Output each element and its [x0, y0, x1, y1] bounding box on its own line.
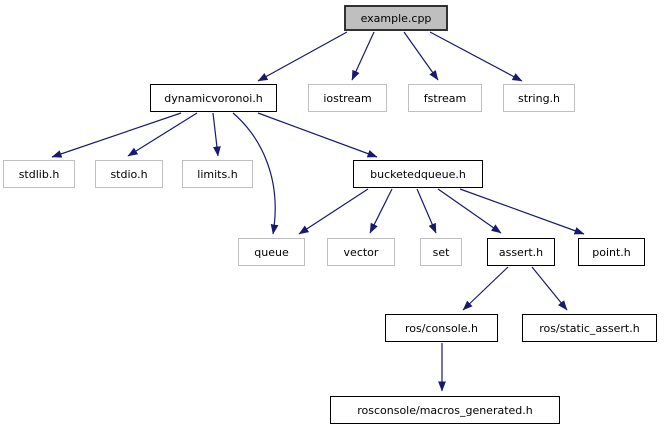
edge-dynamicvoronoi-h-to-limits-h: [212, 112, 221, 157]
node-vector: vector: [327, 238, 395, 266]
edge-bucketedqueue-h-to-set: [416, 188, 437, 234]
node-ros-console-h[interactable]: ros/console.h: [385, 314, 498, 342]
node-queue: queue: [238, 238, 305, 266]
edge-bucketedqueue-h-to-assert-h: [437, 188, 502, 234]
edge-example-cpp-to-iostream: [351, 31, 375, 81]
node-string-h: string.h: [503, 84, 575, 112]
node-stdlib-h: stdlib.h: [3, 160, 75, 188]
edge-dynamicvoronoi-h-to-bucketedqueue-h: [257, 112, 378, 158]
node-limits-h: limits.h: [182, 160, 253, 188]
node-ros-static-assert-h[interactable]: ros/static_assert.h: [522, 314, 657, 342]
edge-bucketedqueue-h-to-point-h: [459, 188, 585, 235]
node-rosconsole-macros-generated-h[interactable]: rosconsole/macros_generated.h: [330, 396, 560, 424]
edge-bucketedqueue-h-to-vector: [369, 188, 393, 234]
edge-bucketedqueue-h-to-queue: [298, 188, 369, 235]
edge-assert-h-to-ros-console-h: [462, 266, 509, 311]
edge-example-cpp-to-string-h: [429, 31, 523, 82]
node-example-cpp: example.cpp: [344, 5, 448, 31]
node-point-h[interactable]: point.h: [578, 238, 645, 266]
edge-dynamicvoronoi-h-to-stdio-h: [127, 112, 198, 157]
node-bucketedqueue-h[interactable]: bucketedqueue.h: [353, 160, 483, 188]
node-set: set: [420, 238, 462, 266]
edge-example-cpp-to-dynamicvoronoi-h: [257, 31, 348, 82]
node-stdio-h: stdio.h: [95, 160, 163, 188]
node-assert-h[interactable]: assert.h: [487, 238, 555, 266]
node-fstream: fstream: [408, 84, 482, 112]
edge-example-cpp-to-fstream: [403, 31, 439, 81]
edge-assert-h-to-ros-static-assert-h: [531, 266, 568, 311]
node-iostream: iostream: [308, 84, 387, 112]
edge-dynamicvoronoi-h-to-stdlib-h: [51, 112, 182, 158]
node-dynamicvoronoi-h[interactable]: dynamicvoronoi.h: [150, 84, 277, 112]
